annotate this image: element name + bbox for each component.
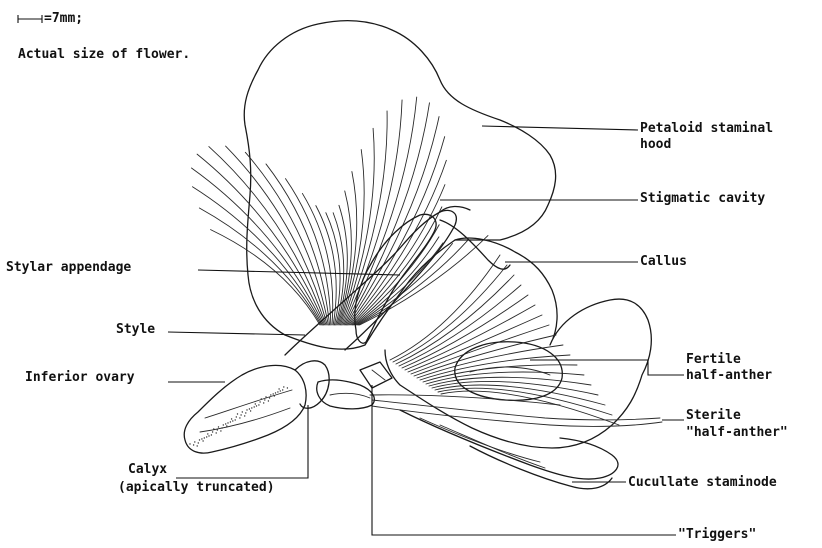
- label-callus: Callus: [640, 254, 687, 269]
- hood-vein: [355, 237, 439, 325]
- petaloid-staminal-hood-shape: [191, 21, 555, 350]
- ovary-stipple: [208, 435, 209, 436]
- label-triggers: "Triggers": [678, 527, 756, 542]
- label-petaloid-staminal-hood-line1: Petaloid staminal: [640, 121, 773, 136]
- ovary-stipple: [189, 443, 190, 444]
- ovary-stipple: [194, 441, 195, 442]
- ovary-stipple: [283, 386, 284, 387]
- lip-vein: [432, 381, 598, 395]
- ovary-stipple: [204, 437, 205, 438]
- lip-vein: [429, 377, 591, 386]
- ovary-stipple: [206, 436, 207, 437]
- ovary-stipple: [245, 412, 246, 413]
- ovary-stipple: [212, 431, 213, 432]
- hood-vein: [286, 179, 331, 325]
- hood-vein: [226, 146, 328, 325]
- ovary-stipple: [227, 422, 228, 423]
- ovary-stipple: [280, 390, 281, 391]
- ovary-stipple: [268, 400, 269, 401]
- scale-bar-text: =7mm;: [44, 11, 83, 26]
- ovary-stipple: [249, 408, 250, 409]
- ovary-stipple: [232, 420, 233, 421]
- ovary-stipple: [265, 396, 266, 397]
- ovary-stipple: [218, 426, 219, 427]
- sterile-half-anther-shape: [370, 395, 662, 427]
- ovary-stipple: [235, 419, 236, 420]
- lip-vein: [405, 305, 535, 370]
- hood-vein: [358, 240, 467, 325]
- ovary-stipple: [278, 388, 279, 389]
- hood-vein: [348, 117, 439, 325]
- ovary-stipple: [240, 414, 241, 415]
- label-petaloid-staminal-hood-line2: hood: [640, 137, 671, 152]
- ovary-stipple: [211, 434, 212, 435]
- ovary-stipple: [270, 394, 271, 395]
- ovary-stipple: [274, 395, 275, 396]
- ovary-stipple: [275, 392, 276, 393]
- inferior-ovary-shape: [184, 361, 329, 453]
- ovary-stipple: [273, 393, 274, 394]
- style-shape: [285, 206, 510, 355]
- ovary-stipple: [237, 413, 238, 414]
- label-cucullate-staminode: Cucullate staminode: [628, 475, 777, 490]
- ovary-stipple: [231, 418, 232, 419]
- ovary-stipple: [261, 398, 262, 399]
- ovary-stipple: [254, 406, 255, 407]
- ovary-stipple: [263, 402, 264, 403]
- ovary-stipple: [207, 433, 208, 434]
- ovary-stipple: [226, 425, 227, 426]
- ovary-stipple: [256, 405, 257, 406]
- hood-vein: [197, 154, 325, 325]
- label-sterile-line2: "half-anther": [686, 425, 788, 440]
- hood-vein: [209, 147, 326, 325]
- ovary-stipple: [213, 428, 214, 429]
- ovary-stipple: [277, 391, 278, 392]
- ovary-stipple: [244, 415, 245, 416]
- ovary-stipple: [250, 410, 251, 411]
- label-fertile-line1: Fertile: [686, 352, 741, 367]
- ovary-stipple: [202, 440, 203, 441]
- ovary-stipple: [197, 445, 198, 446]
- ovary-stipple: [242, 411, 243, 412]
- label-stylar-appendage: Stylar appendage: [6, 260, 131, 275]
- ovary-stipple: [221, 427, 222, 428]
- label-calyx-line2: (apically truncated): [118, 480, 275, 495]
- ovary-stipple: [193, 444, 194, 445]
- ovary-stipple: [269, 397, 270, 398]
- scale-bar: [18, 15, 42, 23]
- ovary-stipple: [258, 404, 259, 405]
- label-inferior-ovary: Inferior ovary: [25, 370, 135, 385]
- lip-vein: [399, 285, 521, 366]
- label-stigmatic-cavity: Stigmatic cavity: [640, 191, 765, 206]
- ovary-stipple: [287, 387, 288, 388]
- scale-note: Actual size of flower.: [18, 47, 190, 62]
- ovary-stipple: [225, 423, 226, 424]
- leader-lines: [168, 126, 684, 535]
- ovary-stipple: [282, 389, 283, 390]
- lower-lip-shape: [385, 238, 651, 448]
- label-calyx-line1: Calyx: [128, 462, 167, 477]
- ovary-stipple: [216, 432, 217, 433]
- ovary-stipple: [199, 439, 200, 440]
- ovary-stipple: [259, 401, 260, 402]
- ovary-stipple: [201, 438, 202, 439]
- label-style: Style: [116, 322, 155, 337]
- ovary-stipple: [236, 416, 237, 417]
- lip-vein: [402, 295, 528, 368]
- ovary-stipple: [264, 399, 265, 400]
- ovary-stipple: [246, 409, 247, 410]
- hood-vein: [352, 207, 441, 325]
- label-fertile-line2: half-anther: [686, 368, 772, 383]
- label-sterile-line1: Sterile: [686, 408, 741, 423]
- ovary-stipple: [239, 417, 240, 418]
- ovary-stipple: [255, 403, 256, 404]
- ovary-stipple: [198, 442, 199, 443]
- ovary-stipple: [223, 424, 224, 425]
- ovary-stipple: [251, 407, 252, 408]
- ovary-stipple: [230, 421, 231, 422]
- lip-vein: [435, 385, 605, 405]
- ovary-stipple: [217, 429, 218, 430]
- ovary-stipple: [220, 430, 221, 431]
